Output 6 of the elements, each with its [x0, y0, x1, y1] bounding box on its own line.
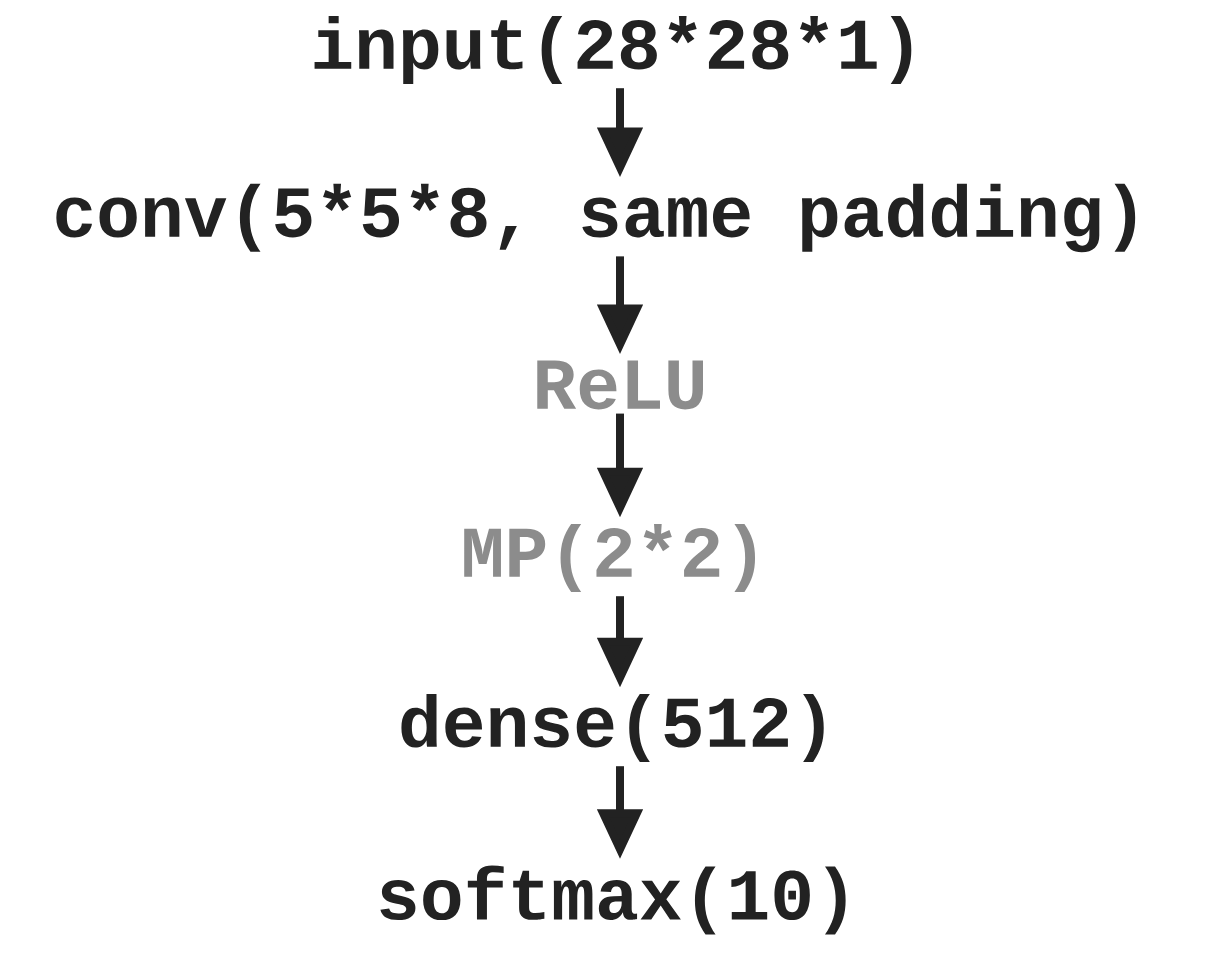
layer-label: input(28*28*1): [314, 15, 912, 84]
layer-label: MP(2*2): [464, 523, 756, 592]
layer-label: conv(5*5*8, same padding): [56, 183, 1136, 253]
layer-label: ReLU: [537, 360, 703, 410]
layer-label: softmax(10): [380, 865, 846, 935]
layer-label: dense(512): [401, 693, 824, 762]
